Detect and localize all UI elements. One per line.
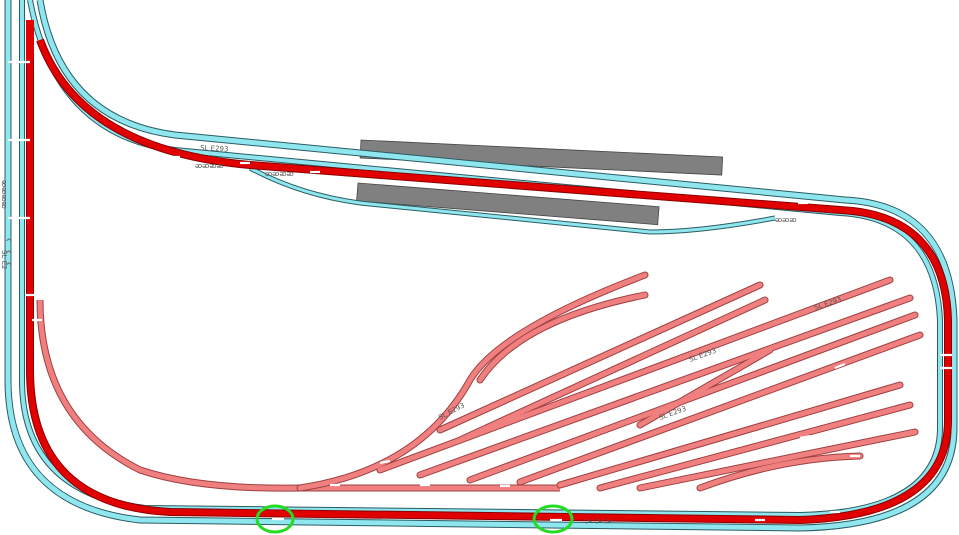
track-joints xyxy=(8,60,952,522)
platform-upper xyxy=(359,139,724,176)
direction-arrow-1: > xyxy=(585,517,593,527)
inner-loop xyxy=(36,299,560,492)
svg-text:ᴔᴔᴔᴔ: ᴔᴔᴔᴔ xyxy=(265,170,294,178)
direction-arrow-3: > xyxy=(605,517,613,527)
side-arrow-2: ^ xyxy=(5,250,13,260)
svg-text:ᴔᴔᴔᴔ: ᴔᴔᴔᴔ xyxy=(195,162,224,170)
outer-loop xyxy=(4,0,958,532)
svg-text:SL E2: SL E2 xyxy=(0,250,8,269)
direction-arrows: > > > ^ ^ ^ xyxy=(5,238,613,527)
svg-text:SL E293: SL E293 xyxy=(813,296,842,312)
svg-text:ᴔᴔᴔᴔ: ᴔᴔᴔᴔ xyxy=(0,180,8,209)
direction-arrow-2: > xyxy=(595,517,603,527)
platform-lower xyxy=(356,182,660,226)
main-loop xyxy=(26,20,952,525)
train-position-marker-left[interactable] xyxy=(255,504,295,534)
yard xyxy=(296,271,924,492)
side-arrow-3: ^ xyxy=(5,262,13,272)
svg-text:ᴔᴔᴔ: ᴔᴔᴔ xyxy=(775,216,796,224)
train-position-marker-right[interactable] xyxy=(532,504,574,534)
svg-text:SL E293: SL E293 xyxy=(200,144,229,153)
side-arrow-1: ^ xyxy=(5,238,13,248)
